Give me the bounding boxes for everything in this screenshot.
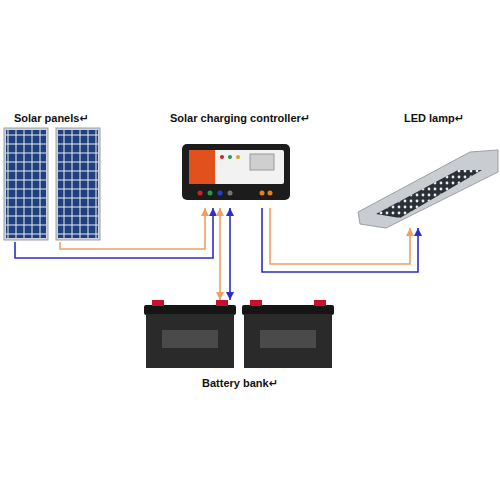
wire-line	[219, 208, 221, 300]
power-wire	[262, 208, 418, 272]
component-node: Solar charging controller↵	[160, 108, 320, 208]
wire-line	[270, 208, 410, 264]
component-node: LED lamp↵	[352, 108, 498, 228]
panel-frame	[4, 128, 48, 240]
wire-line	[60, 208, 205, 249]
solar-panel	[56, 128, 100, 240]
panel-cells	[6, 130, 46, 238]
terminal	[218, 191, 223, 196]
component-label: Battery bank↵	[202, 376, 278, 390]
terminal	[208, 191, 213, 196]
lamp-lens	[376, 170, 482, 218]
wire-line	[262, 208, 418, 272]
battery-sticker	[260, 330, 316, 348]
terminal	[260, 191, 265, 196]
power-wire	[15, 208, 213, 258]
battery-terminal	[250, 300, 262, 306]
battery	[144, 300, 236, 368]
lamp-housing	[358, 150, 498, 228]
panel-back	[6, 130, 46, 238]
controller-body	[182, 144, 290, 200]
status-led	[220, 155, 224, 159]
battery	[242, 300, 334, 368]
terminal	[268, 191, 273, 196]
component-node: Battery bank↵	[140, 300, 340, 400]
led-lamp	[358, 150, 498, 228]
battery-lid	[144, 305, 236, 315]
controller-stripe	[189, 150, 215, 184]
terminal	[228, 191, 233, 196]
component-label: Solar charging controller↵	[170, 111, 310, 125]
panel-cells	[58, 130, 98, 238]
battery-terminal	[216, 300, 228, 306]
status-led	[236, 155, 240, 159]
panel-back	[58, 130, 98, 238]
terminal	[198, 191, 203, 196]
battery-body	[244, 314, 332, 368]
component-label: Solar panels↵	[14, 111, 89, 125]
battery-sticker	[162, 330, 218, 348]
power-wire	[220, 208, 230, 300]
controller-face	[189, 150, 284, 184]
panel-frame	[56, 128, 100, 240]
component-node: Solar panels↵	[2, 108, 114, 242]
battery-terminal	[152, 300, 164, 306]
lamp-leds	[376, 170, 482, 218]
wire-line	[15, 208, 213, 258]
solar-panel	[4, 128, 48, 240]
charge-controller	[182, 144, 290, 200]
controller-plate	[250, 154, 274, 170]
wire-line	[229, 208, 231, 300]
battery-body	[146, 314, 234, 368]
battery-terminal	[314, 300, 326, 306]
battery-lid	[242, 305, 334, 315]
component-label: LED lamp↵	[404, 111, 464, 125]
status-led	[228, 155, 232, 159]
